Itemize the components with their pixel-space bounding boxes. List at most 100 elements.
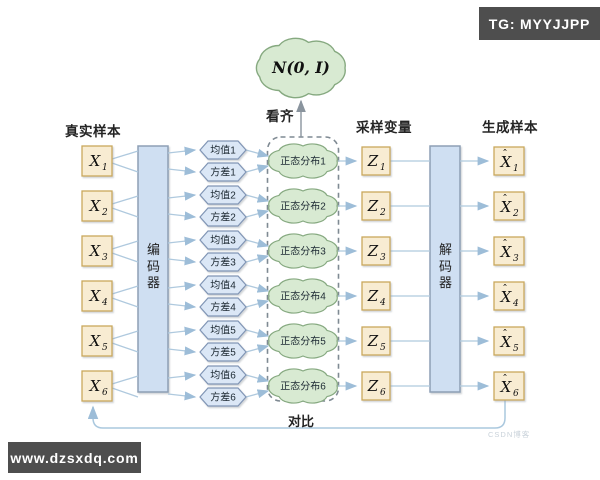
faint-watermark: CSDN博客 bbox=[488, 430, 531, 439]
xhat-box bbox=[493, 236, 525, 266]
z-box-subscript: 2 bbox=[379, 208, 386, 218]
encoder-to-variance-arrow bbox=[167, 256, 197, 266]
distribution-cloud bbox=[268, 368, 338, 404]
prior-label: N(0, I) bbox=[271, 58, 330, 77]
x-to-encoder-line bbox=[111, 162, 139, 173]
variance-hexagon bbox=[199, 162, 247, 182]
z-box bbox=[361, 326, 391, 356]
xhat-box bbox=[493, 326, 525, 356]
variance-to-dist-arrow bbox=[245, 389, 270, 399]
distribution-cloud bbox=[268, 278, 338, 314]
z-box-label: Z bbox=[367, 197, 379, 215]
x-box bbox=[81, 190, 113, 222]
z-box bbox=[361, 371, 391, 401]
mean-label: 均值5 bbox=[210, 324, 236, 337]
x-box-subscript: 6 bbox=[102, 388, 108, 398]
prior-cloud-layer bbox=[255, 37, 346, 99]
encoder-panel bbox=[137, 145, 169, 393]
z-box bbox=[361, 281, 391, 311]
z-box-label: Z bbox=[367, 377, 379, 395]
x-box bbox=[81, 235, 113, 267]
mean-hexagon bbox=[199, 140, 247, 160]
variance-hexagon bbox=[199, 342, 247, 362]
x-box-label: X bbox=[89, 332, 102, 350]
encoder-label: 编码器 bbox=[146, 242, 160, 290]
decoder-panel bbox=[429, 145, 461, 393]
mean-hexagon bbox=[199, 185, 247, 205]
header-align: 看齐 bbox=[266, 109, 294, 124]
xhat-box-label: X bbox=[500, 333, 513, 351]
variance-label: 方差1 bbox=[210, 166, 236, 179]
variance-to-dist-arrow bbox=[245, 254, 270, 264]
connector-lines-layer bbox=[111, 146, 490, 401]
xhat-box-label: X bbox=[500, 153, 513, 171]
mean-hexagon bbox=[199, 320, 247, 340]
xhat-box bbox=[493, 146, 525, 176]
encoder-to-variance-arrow bbox=[167, 346, 197, 356]
xhat-box-subscript: 6 bbox=[513, 389, 519, 399]
mean-to-dist-arrow bbox=[245, 328, 270, 338]
variance-to-dist-arrow bbox=[245, 164, 270, 174]
mean-to-dist-arrow bbox=[245, 193, 270, 203]
mean-label: 均值4 bbox=[210, 279, 236, 292]
encoder-to-mean-arrow bbox=[167, 281, 197, 291]
xhat-hat-mark: ˆ bbox=[502, 193, 508, 206]
header-real-samples: 真实样本 bbox=[65, 124, 121, 139]
mean-hexagon bbox=[199, 365, 247, 385]
z-box-label: Z bbox=[367, 152, 379, 170]
xhat-box-subscript: 4 bbox=[512, 299, 519, 309]
x-to-encoder-line bbox=[111, 375, 139, 385]
z-box-label: Z bbox=[367, 332, 379, 350]
encoder-to-mean-arrow bbox=[167, 236, 197, 246]
decoder-label: 解码器 bbox=[438, 242, 452, 290]
mean-hexagon bbox=[199, 275, 247, 295]
distribution-label: 正态分布1 bbox=[280, 155, 326, 168]
encoder-to-variance-arrow bbox=[167, 391, 197, 401]
distribution-label: 正态分布4 bbox=[280, 290, 326, 303]
variance-hexagon bbox=[199, 297, 247, 317]
header-generated-samples: 生成样本 bbox=[482, 120, 538, 135]
x-to-encoder-line bbox=[111, 195, 139, 205]
prior-cloud bbox=[255, 37, 346, 99]
variance-label: 方差3 bbox=[210, 256, 236, 269]
x-box-label: X bbox=[89, 197, 102, 215]
compare-path-arrow bbox=[87, 400, 506, 429]
mean-label: 均值2 bbox=[210, 189, 236, 202]
x-to-encoder-line bbox=[111, 330, 139, 340]
variance-hexagon bbox=[199, 207, 247, 227]
compare-label: 对比 bbox=[287, 414, 314, 429]
z-box bbox=[361, 191, 391, 221]
xhat-box-label: X bbox=[500, 198, 513, 216]
mean-to-dist-arrow bbox=[245, 373, 270, 383]
mean-to-dist-arrow bbox=[245, 238, 270, 248]
x-box-label: X bbox=[89, 242, 102, 260]
z-box-subscript: 1 bbox=[380, 163, 386, 173]
distribution-label: 正态分布6 bbox=[280, 380, 326, 393]
z-box-subscript: 5 bbox=[380, 343, 386, 353]
variance-to-dist-arrow bbox=[245, 209, 270, 219]
z-box-label: Z bbox=[367, 287, 379, 305]
x-box-label: X bbox=[89, 152, 102, 170]
distribution-label: 正态分布3 bbox=[280, 245, 326, 258]
x-box bbox=[81, 145, 113, 177]
xhat-box-subscript: 1 bbox=[513, 164, 519, 174]
x-to-encoder-line bbox=[111, 297, 139, 308]
xhat-hat-mark: ˆ bbox=[502, 148, 508, 161]
encoder-to-mean-arrow bbox=[167, 326, 197, 336]
header-sampled-variables: 采样变量 bbox=[356, 120, 412, 135]
encoder-to-variance-arrow bbox=[167, 166, 197, 176]
xhat-box-subscript: 2 bbox=[512, 209, 519, 219]
x-box bbox=[81, 325, 113, 357]
x-box bbox=[81, 280, 113, 312]
z-box bbox=[361, 236, 391, 266]
x-box-subscript: 4 bbox=[101, 298, 108, 308]
x-to-encoder-line bbox=[111, 252, 139, 263]
xhat-box-label: X bbox=[500, 243, 513, 261]
